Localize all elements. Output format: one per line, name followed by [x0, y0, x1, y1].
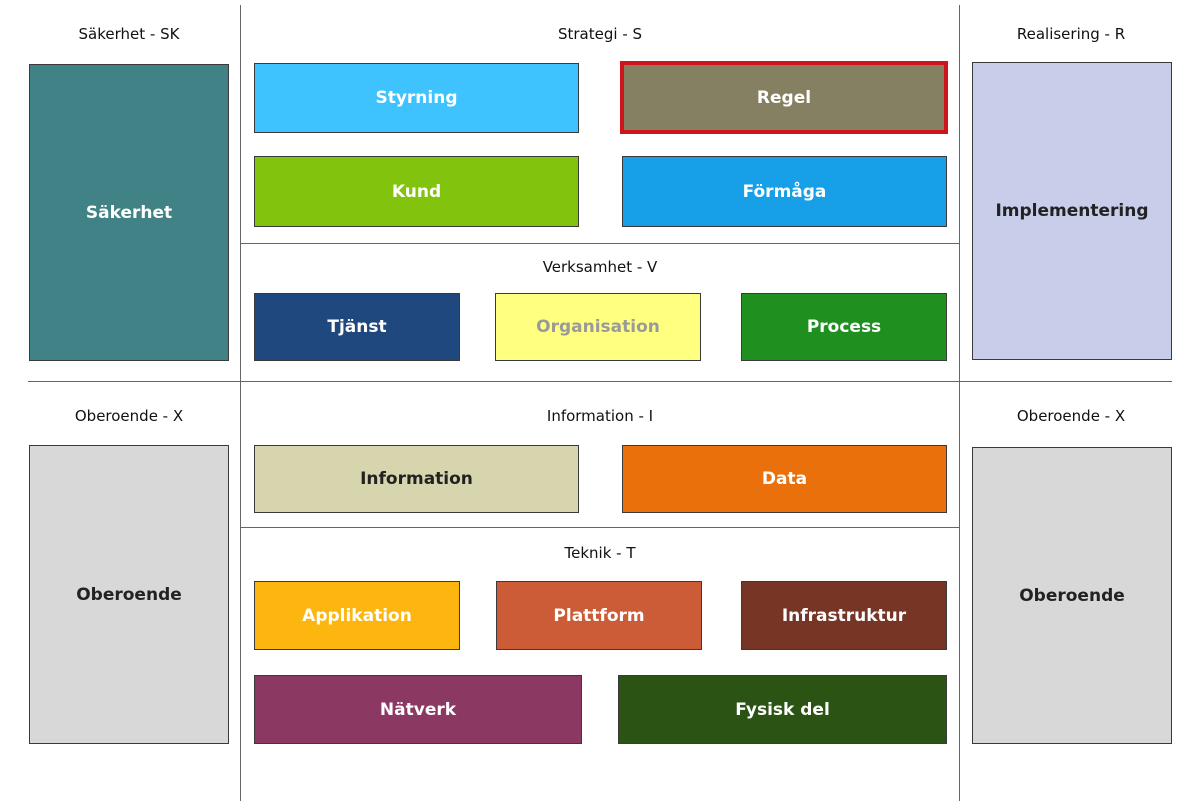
box-regel[interactable]: Regel	[620, 61, 948, 134]
box-tjanst[interactable]: Tjänst	[254, 293, 460, 361]
box-process[interactable]: Process	[741, 293, 947, 361]
section-header-realisering: Realisering - R	[1016, 25, 1126, 43]
section-header-teknik: Teknik - T	[564, 544, 636, 562]
box-applikation[interactable]: Applikation	[254, 581, 460, 650]
box-oberoende-left[interactable]: Oberoende	[29, 445, 229, 744]
section-header-verksamhet: Verksamhet - V	[542, 258, 658, 276]
box-formaga[interactable]: Förmåga	[622, 156, 947, 227]
box-natverk[interactable]: Nätverk	[254, 675, 582, 744]
divider-strategi-verksamhet	[240, 243, 959, 244]
box-sakerhet[interactable]: Säkerhet	[29, 64, 229, 361]
box-infrastruktur[interactable]: Infrastruktur	[741, 581, 947, 650]
box-information[interactable]: Information	[254, 445, 579, 513]
section-header-oberoende-left: Oberoende - X	[74, 407, 184, 425]
box-data[interactable]: Data	[622, 445, 947, 513]
section-header-information: Information - I	[546, 407, 654, 425]
section-header-oberoende-right: Oberoende - X	[1016, 407, 1126, 425]
section-header-strategi: Strategi - S	[557, 25, 643, 43]
box-kund[interactable]: Kund	[254, 156, 579, 227]
divider-information-teknik	[240, 527, 959, 528]
divider-vertical-left	[240, 5, 241, 801]
divider-horizontal-middle	[28, 381, 1172, 382]
box-plattform[interactable]: Plattform	[496, 581, 702, 650]
box-styrning[interactable]: Styrning	[254, 63, 579, 133]
box-organisation[interactable]: Organisation	[495, 293, 701, 361]
box-fysisk-del[interactable]: Fysisk del	[618, 675, 947, 744]
divider-vertical-right	[959, 5, 960, 801]
section-header-sakerhet: Säkerhet - SK	[78, 25, 180, 43]
box-oberoende-right[interactable]: Oberoende	[972, 447, 1172, 744]
box-implementering[interactable]: Implementering	[972, 62, 1172, 360]
